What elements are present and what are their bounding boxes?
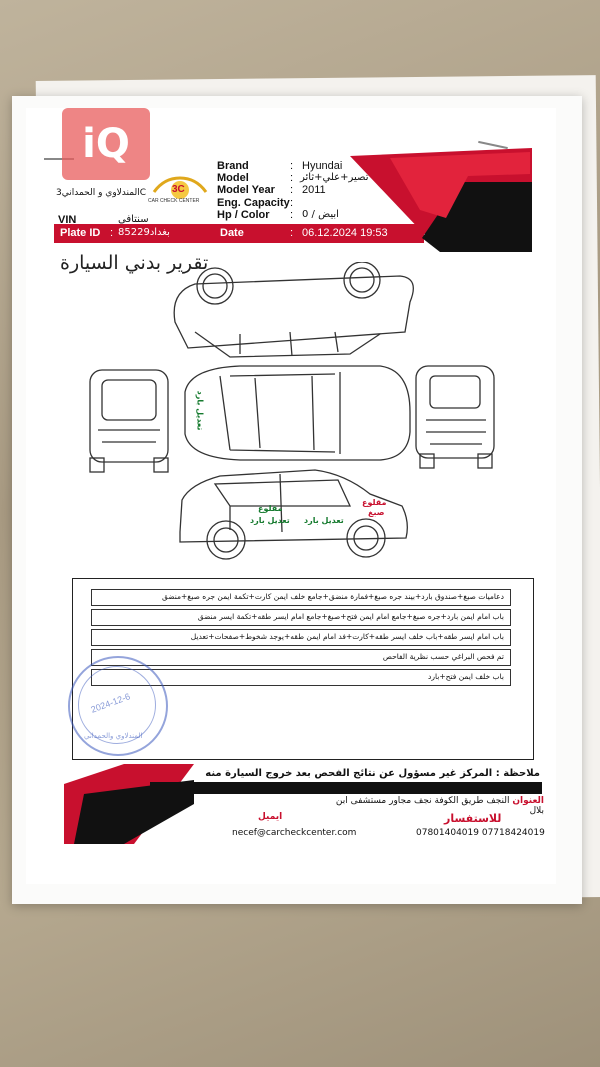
date-value: 06.12.2024 19:53: [302, 227, 388, 239]
eng-capacity-label: Eng. Capacity: [217, 197, 290, 209]
logo-text: 3C: [172, 184, 185, 195]
model-value: تصير+علي+ثائر: [300, 172, 369, 183]
vin-value: سنتافي: [118, 214, 149, 225]
note-row: دعاميات صبغ+صندوق بارد+بيند جره صبغ+فمار…: [91, 589, 511, 606]
model-year-label: Model Year: [217, 184, 275, 196]
damage-label-side-3: تعديل بارد: [250, 516, 290, 525]
vin-label: VIN: [58, 214, 77, 226]
plate-value: 85229بغداد: [118, 227, 170, 238]
model-year-value: 2011: [302, 184, 326, 196]
hp-color-label: Hp / Color: [217, 209, 270, 221]
plate-date-bar: Plate ID : 85229بغداد Date : 06.12.2024 …: [54, 224, 424, 243]
address-text: النجف طريق الكوفة نجف مجاور مستشفى ابن ب…: [335, 796, 544, 816]
damage-label-top-1: تعديل بارد: [195, 390, 205, 431]
stamp-inner-ring: [78, 666, 156, 744]
damage-label-side-6: تعديل بارد: [304, 516, 344, 525]
center-name: المندلاوي و الحمداني3C: [56, 188, 146, 198]
report-title: تقرير بدني السيارة: [60, 252, 209, 274]
email-label: ايميل: [258, 812, 283, 822]
note-row: باب امام ايسر طقه+باب خلف ايسر طقه+كارت+…: [91, 629, 511, 646]
car-check-logo: 3C CAR CHECK CENTER: [148, 170, 210, 210]
disclaimer-note: ملاحظة : المركز غير مسؤول عن نتائج الفحص…: [205, 768, 540, 779]
phone-label: للاستفسار: [444, 812, 502, 825]
email-value: necef@carcheckcenter.com: [232, 828, 357, 838]
model-colon: :: [290, 172, 294, 184]
brand-colon: :: [290, 160, 294, 172]
damage-label-side-5: صبغ: [368, 508, 385, 517]
note-row: باب امام ايمن بارد+جره صبغ+جامع امام ايم…: [91, 609, 511, 626]
plate-label: Plate ID: [60, 227, 101, 239]
stamp-ring-text: المندلاوي والحمداني: [84, 732, 143, 740]
staple-left: [44, 158, 74, 160]
plate-colon: :: [110, 227, 114, 239]
note-row: تم فحص البراغي حسب نظرية الفاحص: [91, 649, 511, 666]
year-colon: :: [290, 184, 294, 196]
damage-label-side-2: مقلوع: [258, 504, 283, 513]
hp-color-value: 0 / ابيض: [302, 209, 339, 220]
center-stamp: 2024-12-6 المندلاوي والحمداني: [68, 656, 168, 756]
iq-watermark: iQ: [62, 108, 150, 180]
damage-label-side-4: مقلوع: [362, 498, 387, 507]
logo-subtitle: CAR CHECK CENTER: [148, 198, 200, 204]
header-corner-graphic: [350, 148, 532, 252]
phone-numbers: 07801404019 07718424019: [416, 828, 545, 838]
brand-label: Brand: [217, 160, 249, 172]
footer-black-strip: [150, 782, 542, 794]
footer-corner-graphic: [64, 764, 194, 844]
car-body-diagram: [89, 262, 495, 560]
hp-colon: :: [290, 209, 294, 221]
address-label: العنوان: [512, 796, 544, 806]
eng-colon: :: [290, 197, 294, 209]
date-colon: :: [290, 227, 294, 239]
notes-box: دعاميات صبغ+صندوق بارد+بيند جره صبغ+فمار…: [72, 578, 534, 760]
footer-address: العنوان النجف طريق الكوفة نجف مجاور مستش…: [320, 796, 544, 816]
model-label: Model: [217, 172, 249, 184]
brand-value: Hyundai: [302, 160, 343, 172]
date-label: Date: [220, 227, 244, 239]
